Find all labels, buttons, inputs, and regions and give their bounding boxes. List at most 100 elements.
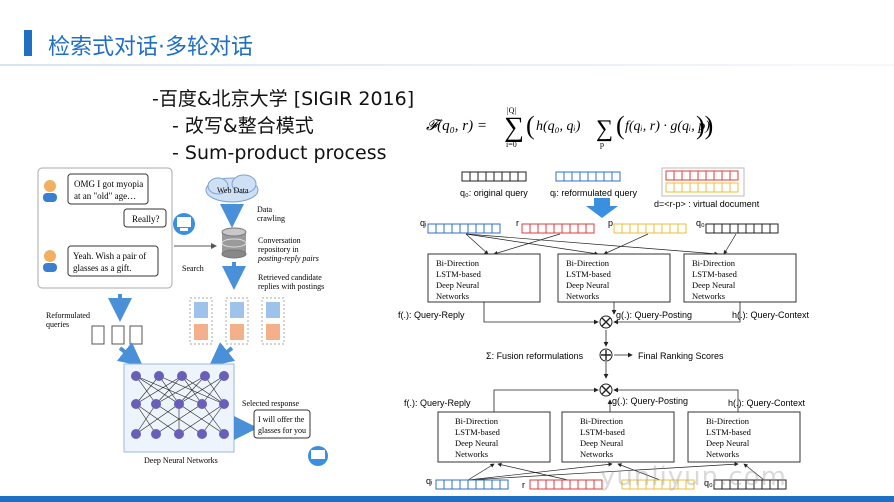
bullet-mode: - 改写&整合模式: [172, 115, 314, 137]
network-box-top-f: [427, 253, 541, 303]
vector-cell: [761, 223, 771, 234]
legend-d-posting-strip: [665, 182, 739, 193]
response-bubble: [253, 409, 311, 439]
web-data-label: Web Data: [217, 186, 249, 195]
bubble3-line1: Yeah. Wish a pair of: [73, 251, 146, 261]
database-icon: [221, 227, 247, 259]
transform-arrow: [586, 198, 618, 218]
svg-text:𝓕(q₀, r) =: 𝓕(q₀, r) =: [426, 118, 487, 134]
svg-text:LSTM-based: LSTM-based: [566, 269, 612, 279]
vector-cell: [645, 223, 655, 234]
vector-cell: [555, 171, 565, 182]
vector-cell: [427, 223, 437, 234]
svg-text:Deep Neural: Deep Neural: [436, 280, 480, 290]
reformulated-line2: queries: [46, 320, 69, 329]
svg-text:∑: ∑: [504, 112, 524, 143]
vector-cell: [451, 479, 461, 490]
vector-cell: [467, 479, 477, 490]
vector-cell: [713, 170, 723, 181]
bullet-process: - Sum-product process: [172, 142, 387, 164]
vector-cell: [587, 171, 597, 182]
network-labels-bottom: Bi-Direction LSTM-based Deep Neural Netw…: [455, 416, 752, 459]
repo-line3: posting-reply pairs: [257, 254, 319, 263]
svg-text:Networks: Networks: [566, 291, 599, 301]
page-title: 检索式对话·多轮对话: [48, 35, 253, 60]
vector-cell: [569, 479, 579, 490]
vector-cell: [585, 479, 595, 490]
computer-icon-2: [308, 446, 328, 466]
chat-bubble-2: [123, 208, 167, 228]
vector-cell: [435, 223, 445, 234]
vector-cell: [499, 479, 509, 490]
svg-text:Deep Neural: Deep Neural: [455, 438, 499, 448]
vector-cell: [753, 223, 763, 234]
legend-d-text: d=<r-p> : virtual document: [654, 199, 760, 209]
vector-cell: [483, 223, 493, 234]
vector-cell: [537, 479, 547, 490]
vector-cell: [435, 479, 445, 490]
bottom-q0-strip: [713, 479, 787, 490]
svg-text:Bi-Direction: Bi-Direction: [692, 258, 736, 268]
vector-cell: [561, 479, 571, 490]
fusion-label: Σ: Fusion reformulations: [486, 351, 584, 361]
vector-cell: [443, 223, 453, 234]
svg-text:h(q₀, qᵢ): h(q₀, qᵢ): [536, 119, 581, 134]
repo-line2: repository in: [258, 245, 299, 254]
vector-cell: [571, 171, 581, 182]
vector-cell: [613, 223, 623, 234]
bullet-source: -百度&北京大学 [SIGIR 2016]: [152, 88, 415, 110]
vector-cell: [697, 170, 707, 181]
virtual-document-frame: [661, 167, 745, 197]
vector-cell: [517, 171, 527, 182]
vector-cell: [665, 170, 675, 181]
vector-cell: [451, 223, 461, 234]
bottom-r-strip: [529, 479, 603, 490]
repo-line1: Conversation: [258, 236, 301, 245]
vector-cell: [491, 223, 501, 234]
watermark-text: yunliyun.com: [600, 462, 787, 492]
svg-text:p: p: [600, 140, 604, 149]
vector-cell: [561, 223, 571, 234]
vector-cell: [705, 223, 715, 234]
title-accent-bar: [24, 30, 32, 56]
vector-cell: [477, 171, 487, 182]
svg-text:(: (: [526, 111, 535, 140]
svg-text:Bi-Direction: Bi-Direction: [566, 258, 610, 268]
vector-cell: [467, 223, 477, 234]
retrieval-pipeline-diagram: OMG I got myopia at an "old" age… Really…: [37, 167, 328, 466]
h-label-top: h(.): Query-Context: [732, 310, 810, 320]
input-r-strip: [521, 223, 595, 234]
ranking-formula: 𝓕(q₀, r) = ∑ |Q| i=0 ( h(q₀, qᵢ) ∑ p ( f…: [426, 106, 713, 149]
bottom-p-strip: [621, 479, 695, 490]
bubble1-line1: OMG I got myopia: [74, 179, 143, 189]
vector-cell: [653, 223, 663, 234]
vector-cell: [705, 182, 715, 193]
svg-text:Bi-Direction: Bi-Direction: [706, 416, 750, 426]
vector-cell: [579, 171, 589, 182]
input-p-strip: [613, 223, 687, 234]
vector-cell: [729, 182, 739, 193]
input-q0-label: q₀: [696, 218, 705, 228]
sum-product-diagram: q₀: original query qᵢ: reformulated quer…: [398, 167, 810, 490]
vector-cell: [461, 171, 471, 182]
svg-text:LSTM-based: LSTM-based: [455, 427, 501, 437]
vector-cell: [593, 479, 603, 490]
vector-cell: [681, 182, 691, 193]
vector-cell: [563, 171, 573, 182]
svg-text:Deep Neural: Deep Neural: [566, 280, 610, 290]
svg-text:Networks: Networks: [580, 449, 613, 459]
vector-cell: [769, 223, 779, 234]
bottom-q0-label: q₀: [704, 478, 713, 488]
vector-cell: [685, 479, 695, 490]
vector-cell: [713, 182, 723, 193]
g-label-top: g(.): Query-Posting: [616, 310, 692, 320]
vector-cell: [673, 182, 683, 193]
vector-cell: [629, 223, 639, 234]
vector-cell: [721, 170, 731, 181]
svg-text:f(qᵢ, r) · g(qᵢ, p): f(qᵢ, r) · g(qᵢ, p): [625, 119, 710, 134]
bullet-list: -百度&北京大学 [SIGIR 2016] - 改写&整合模式 - Sum-pr…: [152, 86, 414, 167]
vector-cell: [529, 479, 539, 490]
chat-bubble-1: [67, 173, 149, 205]
web-data-cloud-icon: [205, 174, 259, 203]
vector-cell: [553, 223, 563, 234]
